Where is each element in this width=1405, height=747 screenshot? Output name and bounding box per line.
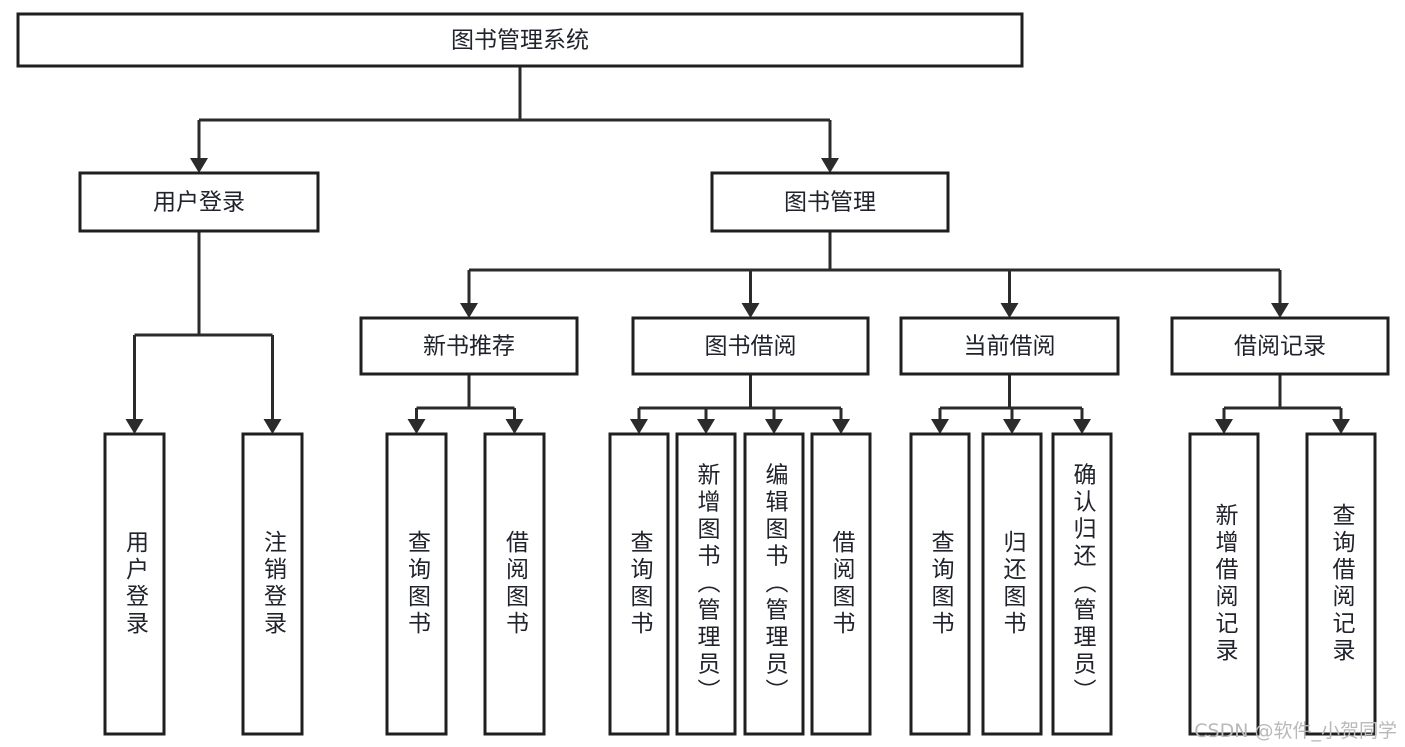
leaf-node-5[interactable]: 查询图书 xyxy=(608,432,670,736)
node-label: 借阅图书 xyxy=(502,530,530,638)
node-box xyxy=(1051,432,1113,736)
leaf-node-3[interactable]: 查询图书 xyxy=(385,432,448,736)
node-label: 查询图书 xyxy=(927,530,955,638)
connector-layer xyxy=(125,66,1350,434)
node-box xyxy=(981,432,1043,736)
node-box xyxy=(1170,316,1390,376)
node-box xyxy=(899,316,1120,376)
arrow-head-icon xyxy=(630,419,648,434)
node-label: 当前借阅 xyxy=(964,334,1056,360)
node-label: 新书推荐 xyxy=(423,334,515,360)
leaf-node-10[interactable]: 归还图书 xyxy=(981,432,1043,736)
node-layer: 图书管理系统用户登录图书管理新书推荐图书借阅当前借阅借阅记录用户登录注销登录查询… xyxy=(16,12,1390,736)
leaf-node-8[interactable]: 借阅图书 xyxy=(810,432,872,736)
arrow-head-icon xyxy=(1271,303,1289,318)
arrow-head-icon xyxy=(190,158,208,173)
node-label: 编辑图书（管理员） xyxy=(761,463,789,706)
node-label: 借阅图书 xyxy=(828,530,856,638)
node-box xyxy=(241,432,304,736)
node-box xyxy=(810,432,872,736)
node-label: 确认归还（管理员） xyxy=(1069,463,1097,706)
node-label: 用户登录 xyxy=(153,190,245,216)
node-label: 查询借阅记录 xyxy=(1328,503,1356,665)
arrow-head-icon xyxy=(460,303,478,318)
node-box xyxy=(78,171,320,233)
leaf-node-7[interactable]: 编辑图书（管理员） xyxy=(743,432,805,736)
node-label: 图书借阅 xyxy=(705,334,797,360)
arrow-head-icon xyxy=(697,419,715,434)
node-box xyxy=(710,171,950,233)
leaf-node-9[interactable]: 查询图书 xyxy=(909,432,971,736)
node-label: 归还图书 xyxy=(999,530,1027,638)
node-label: 图书管理系统 xyxy=(451,28,589,54)
arrow-head-icon xyxy=(821,158,839,173)
leaf-node-4[interactable]: 借阅图书 xyxy=(483,432,546,736)
level3-node-2[interactable]: 图书借阅 xyxy=(631,316,870,376)
arrow-head-icon xyxy=(1000,303,1019,318)
leaf-node-11[interactable]: 确认归还（管理员） xyxy=(1051,432,1113,736)
level2-node-2[interactable]: 图书管理 xyxy=(710,171,950,233)
arrow-head-icon xyxy=(125,419,144,434)
node-box xyxy=(631,316,870,376)
node-label: 查询图书 xyxy=(626,530,654,638)
arrow-head-icon xyxy=(1332,419,1350,434)
node-box xyxy=(16,12,1024,68)
level3-node-1[interactable]: 新书推荐 xyxy=(359,316,579,376)
level2-node-1[interactable]: 用户登录 xyxy=(78,171,320,233)
leaf-node-12[interactable]: 新增借阅记录 xyxy=(1188,432,1260,736)
node-box xyxy=(1188,432,1260,736)
node-box xyxy=(675,432,737,736)
arrow-head-icon xyxy=(407,419,426,434)
arrow-head-icon xyxy=(1003,419,1021,434)
node-label: 图书管理 xyxy=(784,190,876,216)
arrow-head-icon xyxy=(741,303,760,318)
node-box xyxy=(608,432,670,736)
arrow-head-icon xyxy=(505,419,524,434)
node-box xyxy=(385,432,448,736)
node-label: 新增图书（管理员） xyxy=(693,463,721,706)
leaf-node-1[interactable]: 用户登录 xyxy=(103,432,166,736)
node-label: 查询图书 xyxy=(404,530,432,638)
node-box xyxy=(103,432,166,736)
leaf-node-13[interactable]: 查询借阅记录 xyxy=(1305,432,1377,736)
node-label: 新增借阅记录 xyxy=(1211,503,1239,665)
level3-node-3[interactable]: 当前借阅 xyxy=(899,316,1120,376)
leaf-node-6[interactable]: 新增图书（管理员） xyxy=(675,432,737,736)
arrow-head-icon xyxy=(931,419,949,434)
arrow-head-icon xyxy=(1215,419,1233,434)
node-label: 借阅记录 xyxy=(1234,334,1326,360)
root-node-book-management-system[interactable]: 图书管理系统 xyxy=(16,12,1024,68)
arrow-head-icon xyxy=(765,419,783,434)
node-box xyxy=(483,432,546,736)
arrow-head-icon xyxy=(1073,419,1091,434)
node-label: 注销登录 xyxy=(260,530,288,638)
leaf-node-2[interactable]: 注销登录 xyxy=(241,432,304,736)
node-box xyxy=(359,316,579,376)
node-box xyxy=(743,432,805,736)
arrow-head-icon xyxy=(263,419,282,434)
node-box xyxy=(1305,432,1377,736)
node-box xyxy=(909,432,971,736)
arrow-head-icon xyxy=(832,419,850,434)
level3-node-4[interactable]: 借阅记录 xyxy=(1170,316,1390,376)
node-label: 用户登录 xyxy=(122,530,150,638)
